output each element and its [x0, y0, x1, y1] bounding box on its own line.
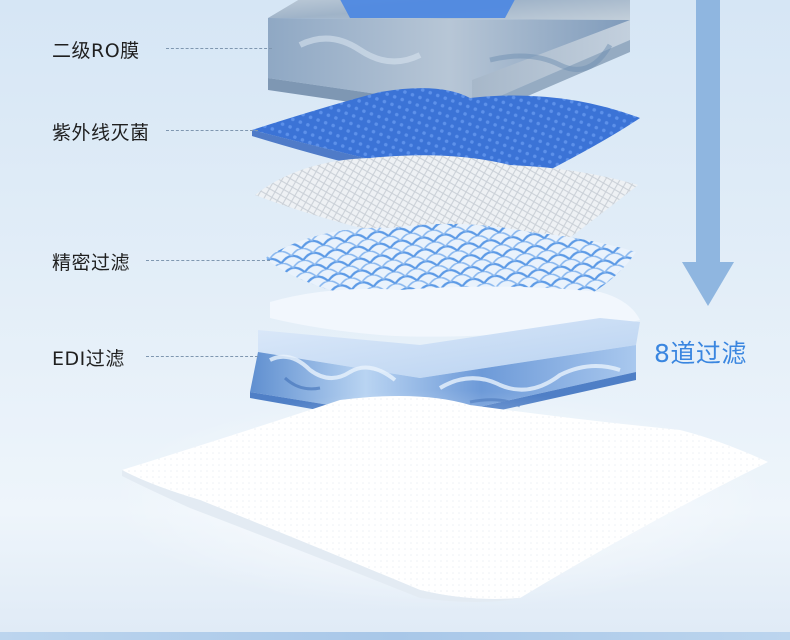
precision-filter-label: 精密过滤	[52, 252, 131, 274]
edi-filter-label: EDI过滤	[52, 348, 125, 370]
ro-membrane-label: 二级RO膜	[52, 40, 140, 62]
cotton-base-layer	[110, 390, 770, 610]
edi-filter-leader	[146, 356, 258, 357]
bottom-divider	[0, 632, 790, 640]
flow-arrow-shaft	[696, 0, 720, 262]
uv-sterilization-layer	[252, 88, 640, 188]
uv-sterilization-leader	[166, 130, 258, 131]
fine-mesh-layer	[255, 155, 638, 247]
ro-membrane-leader	[166, 48, 272, 49]
uv-sterilization-label: 紫外线灭菌	[52, 122, 150, 144]
precision-filter-leader	[146, 260, 270, 261]
filter-stage-count: 8道过滤	[654, 339, 747, 368]
arrow-down-icon	[682, 262, 734, 306]
